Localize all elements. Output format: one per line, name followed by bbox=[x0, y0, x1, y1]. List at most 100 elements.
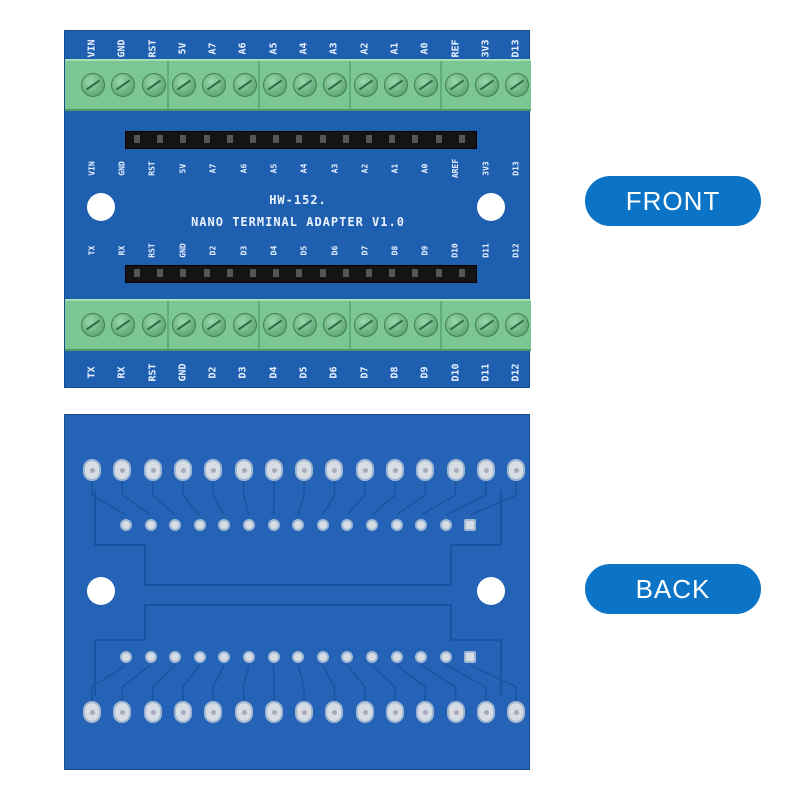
pin-label-text: D11 bbox=[481, 242, 491, 258]
solder-pad bbox=[83, 701, 101, 723]
header-pin bbox=[203, 269, 210, 277]
pin-label: A1 bbox=[384, 155, 406, 181]
pin-label: A2 bbox=[354, 155, 376, 181]
header-pin bbox=[134, 269, 140, 277]
back-mount-hole-left bbox=[87, 577, 115, 605]
pin-label: D6 bbox=[323, 237, 345, 263]
header-pin bbox=[435, 135, 442, 143]
pin-label: D8 bbox=[384, 237, 406, 263]
pin-label-text: RST bbox=[148, 160, 158, 176]
pin-label-text: GND bbox=[116, 38, 128, 58]
pin-label-text: D6 bbox=[328, 365, 340, 379]
pin-label-text: D2 bbox=[208, 245, 218, 255]
pin-label: GND bbox=[168, 361, 198, 383]
solder-pad bbox=[113, 459, 132, 481]
pin-label: D9 bbox=[414, 237, 436, 263]
pin-label-text: D2 bbox=[207, 365, 219, 379]
pin-label: D6 bbox=[319, 361, 349, 383]
pin-label: RST bbox=[142, 155, 164, 181]
pin-label: VIN bbox=[81, 155, 103, 181]
pin-label-text: D8 bbox=[389, 365, 401, 379]
pin-label: D7 bbox=[354, 237, 376, 263]
solder-pad bbox=[204, 701, 223, 723]
solder-pad bbox=[386, 701, 404, 723]
pin-label: VIN bbox=[77, 37, 107, 59]
trace bbox=[182, 481, 201, 516]
terminal-divider bbox=[439, 301, 442, 349]
pin-label-text: 5V bbox=[178, 163, 188, 173]
pin-label: D10 bbox=[441, 361, 471, 383]
terminal-divider bbox=[166, 301, 169, 349]
header-pin bbox=[296, 135, 303, 143]
solder-pad bbox=[355, 459, 374, 481]
solder-pad bbox=[446, 459, 465, 481]
screw-terminal bbox=[171, 73, 196, 97]
solder-pad bbox=[143, 701, 162, 723]
trace bbox=[396, 481, 427, 516]
solder-pad bbox=[295, 459, 314, 481]
pin-label-text: D3 bbox=[238, 245, 248, 255]
solder-pad bbox=[234, 459, 253, 481]
pin-label: TX bbox=[81, 237, 103, 263]
header-pin bbox=[250, 135, 256, 143]
screw-terminal bbox=[262, 313, 287, 337]
pin-label-text: D3 bbox=[237, 365, 249, 379]
pin-label: D3 bbox=[233, 237, 255, 263]
terminal-divider bbox=[257, 301, 260, 349]
pin-label: 5V bbox=[172, 155, 194, 181]
screw-terminal bbox=[141, 73, 166, 97]
back-mount-hole-right bbox=[477, 577, 505, 605]
solder-pad-small bbox=[120, 651, 132, 663]
screw-terminal bbox=[111, 73, 136, 97]
pin-label: A3 bbox=[319, 37, 349, 59]
header-pin bbox=[319, 135, 326, 143]
pin-label-text: D10 bbox=[450, 362, 462, 382]
pin-label: A2 bbox=[350, 37, 380, 59]
solder-pad-small bbox=[390, 519, 403, 531]
solder-pad-small bbox=[243, 651, 255, 663]
solder-pad bbox=[355, 701, 374, 723]
header-pin bbox=[366, 269, 372, 277]
trace bbox=[91, 664, 127, 701]
solder-pad bbox=[325, 459, 344, 481]
header-pin bbox=[180, 269, 187, 277]
solder-pad-small bbox=[193, 519, 206, 531]
solder-pad-small bbox=[464, 651, 477, 663]
screw-terminal bbox=[444, 313, 469, 337]
screw-terminal bbox=[202, 73, 227, 97]
pin-label: A0 bbox=[414, 155, 436, 181]
pin-label-text: A5 bbox=[269, 163, 279, 173]
header-pin bbox=[366, 135, 372, 143]
screw-terminal bbox=[353, 313, 378, 337]
pin-label-text: RX bbox=[116, 365, 128, 379]
mount-hole-right bbox=[477, 193, 505, 221]
solder-pad-small bbox=[439, 519, 452, 531]
pin-label: A0 bbox=[410, 37, 440, 59]
screw-terminal bbox=[141, 313, 166, 337]
pin-label-text: D9 bbox=[419, 365, 431, 379]
solder-pad-small bbox=[144, 651, 157, 663]
solder-pad bbox=[113, 701, 132, 723]
pin-label-text: A6 bbox=[237, 41, 249, 55]
header-pin bbox=[226, 135, 233, 143]
solder-pad-small bbox=[464, 519, 477, 531]
pin-label: A6 bbox=[233, 155, 255, 181]
pin-label: A7 bbox=[202, 155, 224, 181]
back-board bbox=[64, 414, 530, 770]
pin-label: D4 bbox=[263, 237, 285, 263]
header-pin bbox=[342, 269, 349, 277]
pin-label-text: D12 bbox=[510, 362, 522, 382]
solder-pad bbox=[173, 459, 192, 481]
trace bbox=[371, 481, 396, 516]
pin-label-text: D13 bbox=[510, 38, 522, 58]
pin-label-text: D11 bbox=[480, 362, 492, 382]
solder-pad bbox=[83, 459, 101, 481]
pin-label: 3V3 bbox=[475, 155, 497, 181]
header-pin bbox=[458, 269, 465, 277]
header-pin bbox=[273, 135, 280, 143]
pin-label-text: D10 bbox=[451, 242, 461, 258]
solder-pad bbox=[507, 459, 526, 481]
solder-pad-small bbox=[316, 651, 329, 663]
pin-label-text: D4 bbox=[268, 365, 280, 379]
